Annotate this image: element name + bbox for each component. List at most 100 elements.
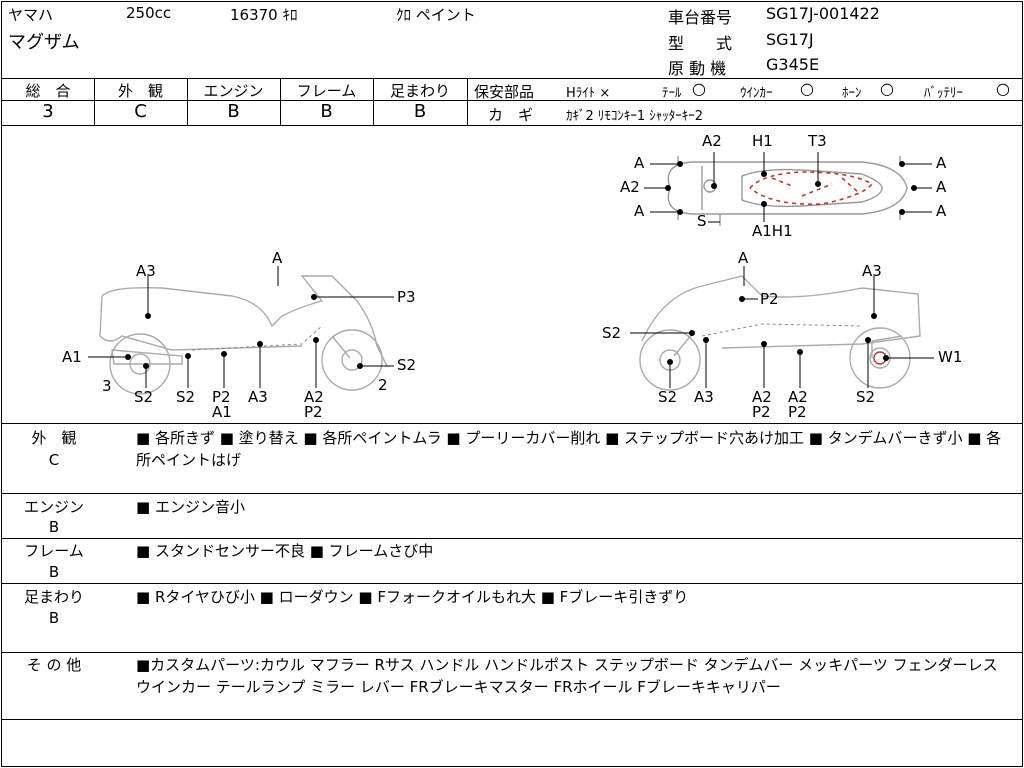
mileage: 16370 ｷﾛ (230, 6, 298, 24)
section-label: そ の 他 (26, 656, 82, 674)
grade-frame-value: B (320, 101, 333, 122)
keys-value: ｶｷﾞ2 ﾘﾓｺﾝｷｰ1 ｼｬｯﾀｰｷｰ2 (566, 109, 704, 124)
diagram-label: A1H1 (752, 222, 793, 240)
grade-overall-label: 総 合 (25, 82, 71, 100)
section-label: 外 観 (31, 429, 77, 447)
grade-exterior-label: 外 観 (117, 82, 163, 100)
diagram-label: A1 (212, 403, 232, 421)
section-text: ■カスタムパーツ:カウル マフラー Rサス ハンドル ハンドルポスト ステップボ… (136, 656, 998, 696)
headlight-status: Hﾗｲﾄ × (566, 86, 611, 101)
section-text: ■ スタンドセンサー不良 ■ フレームさび中 (136, 542, 434, 560)
diagram-label: T3 (807, 132, 827, 150)
section-line-0 (2, 423, 1022, 424)
grade-divider-5 (467, 78, 468, 125)
section-grade: B (48, 609, 60, 627)
diagram-label: 3 (102, 377, 112, 395)
diagram-label: A (634, 202, 645, 220)
top-view-paint-damage (749, 171, 874, 205)
engine-model-value: G345E (766, 55, 820, 74)
section-line-2 (2, 538, 1022, 539)
section-label: エンジン (23, 498, 84, 516)
diagram-label: W1 (938, 348, 962, 366)
diagram-label: A3 (136, 262, 156, 280)
section-grade: B (48, 563, 60, 581)
grade-divider-2 (187, 78, 188, 125)
grade-divider-1 (94, 78, 95, 125)
grade-divider-4 (373, 78, 374, 125)
damage-diagram: A2 H1 T3 A A A2 A A A S A1H1 A3 A P3 A1 … (2, 126, 1022, 422)
safety-mid-line (467, 100, 1022, 101)
diagram-label: S2 (176, 388, 195, 406)
diagram-label: P2 (760, 290, 779, 308)
diagram-label: P2 (304, 403, 323, 421)
diagram-label: 2 (378, 376, 388, 394)
diagram-label: A (738, 249, 749, 267)
winker-ok-icon: ○ (800, 79, 814, 98)
horn-label: ﾎｰﾝ (842, 86, 862, 101)
section-line-3 (2, 583, 1022, 584)
horn-ok-icon: ○ (880, 79, 894, 98)
diagram-label: A2 (620, 178, 640, 196)
diagram-label: A (936, 202, 947, 220)
grade-divider-3 (280, 78, 281, 125)
engine-model-label: 原 動 機 (668, 59, 727, 78)
model-name: マグザム (8, 32, 80, 53)
grade-top-line (2, 78, 1022, 79)
safety-label: 保安部品 (474, 83, 535, 101)
motorcycle-diagram-svg: A2 H1 T3 A A A2 A A A S A1H1 A3 A P3 A1 … (62, 132, 962, 421)
displacement: 250cc (126, 4, 172, 22)
grade-bottom-line (2, 125, 1022, 126)
diagram-label: A (936, 178, 947, 196)
grade-engine-label: エンジン (203, 82, 264, 100)
diagram-label: A2 (752, 388, 772, 406)
diagram-label: P2 (752, 403, 771, 421)
diagram-label: P2 (788, 403, 807, 421)
grade-frame-label: フレーム (296, 82, 357, 100)
diagram-label: A2 (702, 132, 722, 150)
type-label: 型 式 (668, 34, 733, 53)
diagram-label: A (634, 154, 645, 172)
section-grade: C (48, 451, 60, 469)
section-line-5 (2, 719, 1022, 720)
diagram-label: A3 (694, 388, 714, 406)
section-line-4 (2, 652, 1022, 653)
diagram-label: S2 (856, 388, 875, 406)
section-text: ■ Rタイヤひび小 ■ ローダウン ■ Fフォークオイルもれ大 ■ Fブレーキ引… (136, 588, 689, 606)
chassis-label: 車台番号 (668, 8, 733, 27)
diagram-label: A (272, 249, 283, 267)
diagram-label: S2 (134, 388, 153, 406)
chassis-value: SG17J-001422 (766, 4, 880, 23)
section-grade: B (48, 518, 60, 536)
section-text: ■ 各所きず ■ 塗り替え ■ 各所ペイントムラ ■ プーリーカバー削れ ■ ス… (136, 429, 1002, 469)
tail-label: ﾃｰﾙ (662, 86, 682, 101)
diagram-label: H1 (752, 132, 773, 150)
grade-overall-value: 3 (42, 101, 54, 122)
diagram-label: S2 (658, 388, 677, 406)
maker: ヤマハ (8, 6, 54, 24)
grade-suspension-value: B (413, 101, 427, 122)
diagram-label: A1 (62, 348, 82, 366)
keys-label: カ ギ (488, 106, 534, 124)
grade-exterior-value: C (134, 101, 147, 122)
diagram-label: A3 (248, 388, 268, 406)
grade-engine-value: B (227, 101, 240, 122)
battery-ok-icon: ○ (996, 79, 1010, 98)
section-text: ■ エンジン音小 (136, 498, 245, 516)
color: ｸﾛ ペイント (396, 6, 476, 24)
section-label: フレーム (24, 542, 84, 560)
section-line-1 (2, 493, 1022, 494)
left-front-wheel (321, 329, 383, 391)
battery-label: ﾊﾞｯﾃﾘｰ (924, 86, 963, 101)
diagram-label: S2 (602, 324, 621, 342)
diagram-label: A2 (304, 388, 324, 406)
section-label: 足まわり (23, 588, 84, 606)
type-value: SG17J (766, 30, 814, 49)
diagram-label: S (697, 212, 707, 230)
diagram-label: P3 (397, 288, 416, 306)
winker-label: ｳｲﾝｶｰ (740, 86, 773, 101)
grade-mid-line (2, 100, 467, 101)
diagram-label: S2 (397, 356, 416, 374)
grade-suspension-label: 足まわり (389, 82, 450, 100)
diagram-label: A (936, 154, 947, 172)
